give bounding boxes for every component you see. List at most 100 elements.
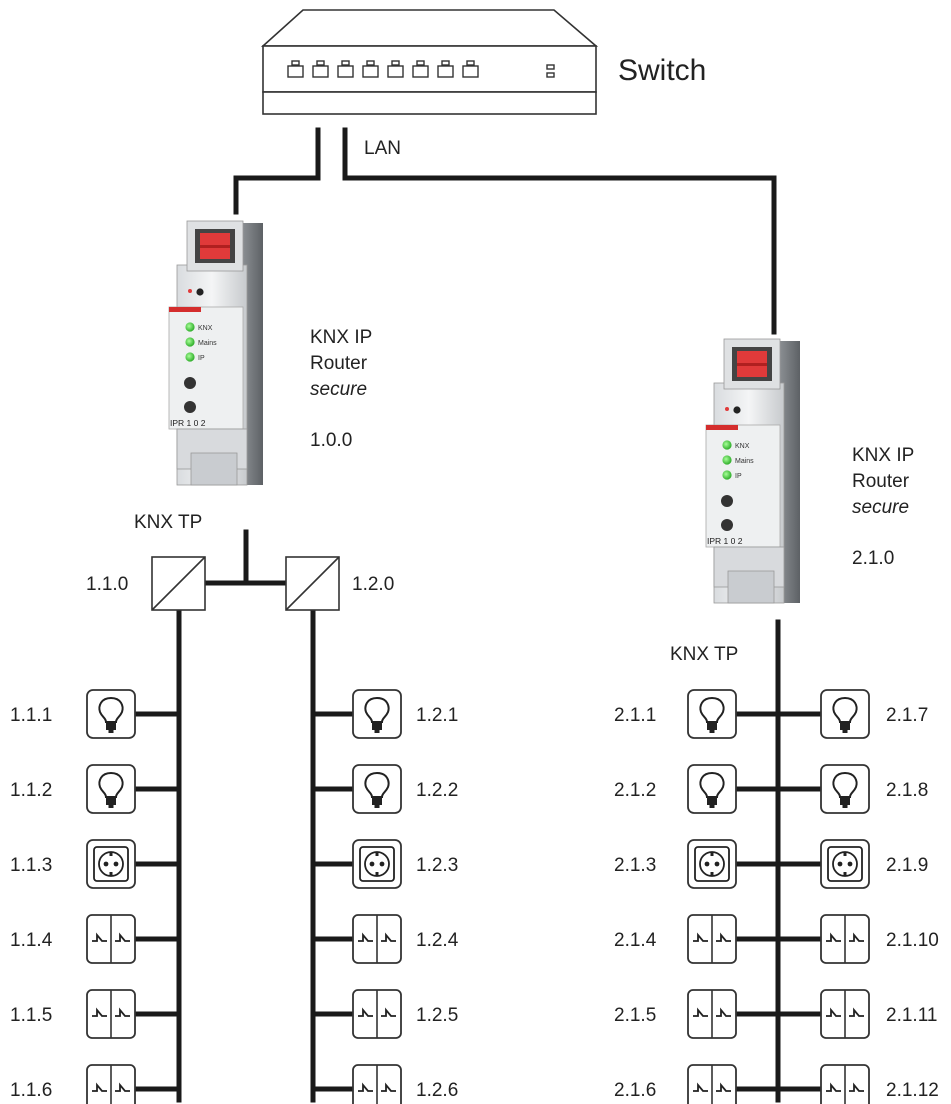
lan-cables bbox=[233, 127, 777, 335]
switch-icon bbox=[820, 914, 870, 964]
field-device: 1.2.3 bbox=[310, 839, 458, 889]
coupler-1-address: 1.1.0 bbox=[86, 574, 128, 595]
field-device: 2.1.4 bbox=[614, 914, 781, 964]
field-devices: 1.1.1 1.1.2 1.1.3 1.1.4 1.1.5 1.1.6 1.2.1 1.2.2… bbox=[10, 689, 939, 1104]
field-device: 2.1.8 bbox=[775, 764, 928, 814]
led-label-mains: Mains bbox=[198, 340, 217, 347]
knx-tp-label-left: KNX TP bbox=[134, 512, 202, 533]
router-device-2: KNX Mains IP IPR 1 0 2 bbox=[705, 338, 800, 604]
device-address: 2.1.11 bbox=[886, 1005, 937, 1026]
device-address: 2.1.2 bbox=[614, 780, 656, 801]
switch-icon bbox=[820, 989, 870, 1039]
led-label-ip: IP bbox=[735, 473, 742, 480]
switch-label: Switch bbox=[618, 54, 706, 87]
router-2-name: KNX IP bbox=[852, 445, 914, 466]
switch-icon bbox=[86, 914, 136, 964]
router-1-type: Router bbox=[310, 353, 368, 374]
field-device: 1.2.1 bbox=[310, 689, 458, 739]
device-address: 1.2.2 bbox=[416, 780, 458, 801]
socket-icon bbox=[86, 839, 136, 889]
field-device: 1.2.5 bbox=[310, 989, 458, 1039]
socket-icon bbox=[820, 839, 870, 889]
device-address: 1.2.6 bbox=[416, 1080, 458, 1101]
device-address: 2.1.5 bbox=[614, 1005, 656, 1026]
device-address: 2.1.3 bbox=[614, 855, 656, 876]
field-device: 2.1.1 bbox=[614, 689, 781, 739]
device-address: 2.1.10 bbox=[886, 930, 939, 951]
switch-icon bbox=[86, 989, 136, 1039]
device-address: 1.2.3 bbox=[416, 855, 458, 876]
field-device: 1.2.4 bbox=[310, 914, 459, 964]
device-address: 2.1.9 bbox=[886, 855, 928, 876]
field-device: 2.1.3 bbox=[614, 839, 781, 889]
led-label-ip: IP bbox=[198, 355, 205, 362]
router-1-name: KNX IP bbox=[310, 327, 372, 348]
lamp-icon bbox=[820, 689, 870, 739]
device-address: 1.1.4 bbox=[10, 930, 53, 951]
line-coupler-1 bbox=[151, 556, 206, 611]
field-device: 1.1.6 bbox=[10, 1064, 182, 1104]
socket-icon bbox=[352, 839, 402, 889]
led-label-knx: KNX bbox=[198, 325, 213, 332]
socket-icon bbox=[687, 839, 737, 889]
router-2-type: Router bbox=[852, 471, 910, 492]
switch-ports bbox=[287, 60, 555, 78]
brand-strip bbox=[169, 307, 201, 312]
device-address: 2.1.1 bbox=[614, 705, 656, 726]
device-address: 2.1.6 bbox=[614, 1080, 656, 1101]
lamp-icon bbox=[820, 764, 870, 814]
network-switch bbox=[260, 9, 599, 115]
field-device: 2.1.2 bbox=[614, 764, 781, 814]
router-1-variant: secure bbox=[310, 379, 367, 400]
device-address: 1.1.3 bbox=[10, 855, 52, 876]
lamp-icon bbox=[86, 689, 136, 739]
coupler-2-address: 1.2.0 bbox=[352, 574, 394, 595]
router-model-label: IPR 1 0 2 bbox=[170, 418, 206, 428]
lamp-icon bbox=[352, 689, 402, 739]
device-address: 2.1.7 bbox=[886, 705, 928, 726]
field-device: 2.1.6 bbox=[614, 1064, 781, 1104]
device-address: 1.2.1 bbox=[416, 705, 458, 726]
router-2-address: 2.1.0 bbox=[852, 548, 894, 569]
field-device: 1.2.6 bbox=[310, 1064, 458, 1104]
field-device: 1.1.5 bbox=[10, 989, 182, 1039]
lamp-icon bbox=[86, 764, 136, 814]
lamp-icon bbox=[352, 764, 402, 814]
backbone-wiring bbox=[176, 529, 316, 1103]
knx-tp-label-right: KNX TP bbox=[670, 644, 738, 665]
brand-strip bbox=[706, 425, 738, 430]
led-label-mains: Mains bbox=[735, 458, 754, 465]
device-address: 1.1.5 bbox=[10, 1005, 52, 1026]
device-address: 1.2.5 bbox=[416, 1005, 458, 1026]
device-address: 2.1.12 bbox=[886, 1080, 939, 1101]
router-device-1: KNX Mains IP IPR 1 0 2 bbox=[168, 220, 263, 486]
device-address: 2.1.8 bbox=[886, 780, 928, 801]
field-device: 2.1.5 bbox=[614, 989, 781, 1039]
switch-icon bbox=[352, 1064, 402, 1104]
lamp-icon bbox=[687, 764, 737, 814]
switch-icon bbox=[687, 989, 737, 1039]
field-device: 1.2.2 bbox=[310, 764, 458, 814]
field-device: 2.1.7 bbox=[775, 689, 928, 739]
field-device: 1.1.1 bbox=[10, 689, 182, 739]
router-2-variant: secure bbox=[852, 497, 909, 518]
switch-icon bbox=[86, 1064, 136, 1104]
field-device: 2.1.10 bbox=[775, 914, 939, 964]
field-device: 1.1.4 bbox=[10, 914, 182, 964]
switch-icon bbox=[687, 914, 737, 964]
device-address: 1.1.1 bbox=[10, 705, 52, 726]
device-address: 1.2.4 bbox=[416, 930, 459, 951]
lamp-icon bbox=[687, 689, 737, 739]
switch-icon bbox=[352, 914, 402, 964]
device-address: 1.1.6 bbox=[10, 1080, 52, 1101]
device-address: 1.1.2 bbox=[10, 780, 52, 801]
switch-icon bbox=[820, 1064, 870, 1104]
router-model-label: IPR 1 0 2 bbox=[707, 536, 743, 546]
field-device: 2.1.9 bbox=[775, 839, 928, 889]
field-device: 1.1.2 bbox=[10, 764, 182, 814]
device-address: 2.1.4 bbox=[614, 930, 657, 951]
switch-icon bbox=[352, 989, 402, 1039]
field-device: 1.1.3 bbox=[10, 839, 182, 889]
router-1-address: 1.0.0 bbox=[310, 430, 352, 451]
